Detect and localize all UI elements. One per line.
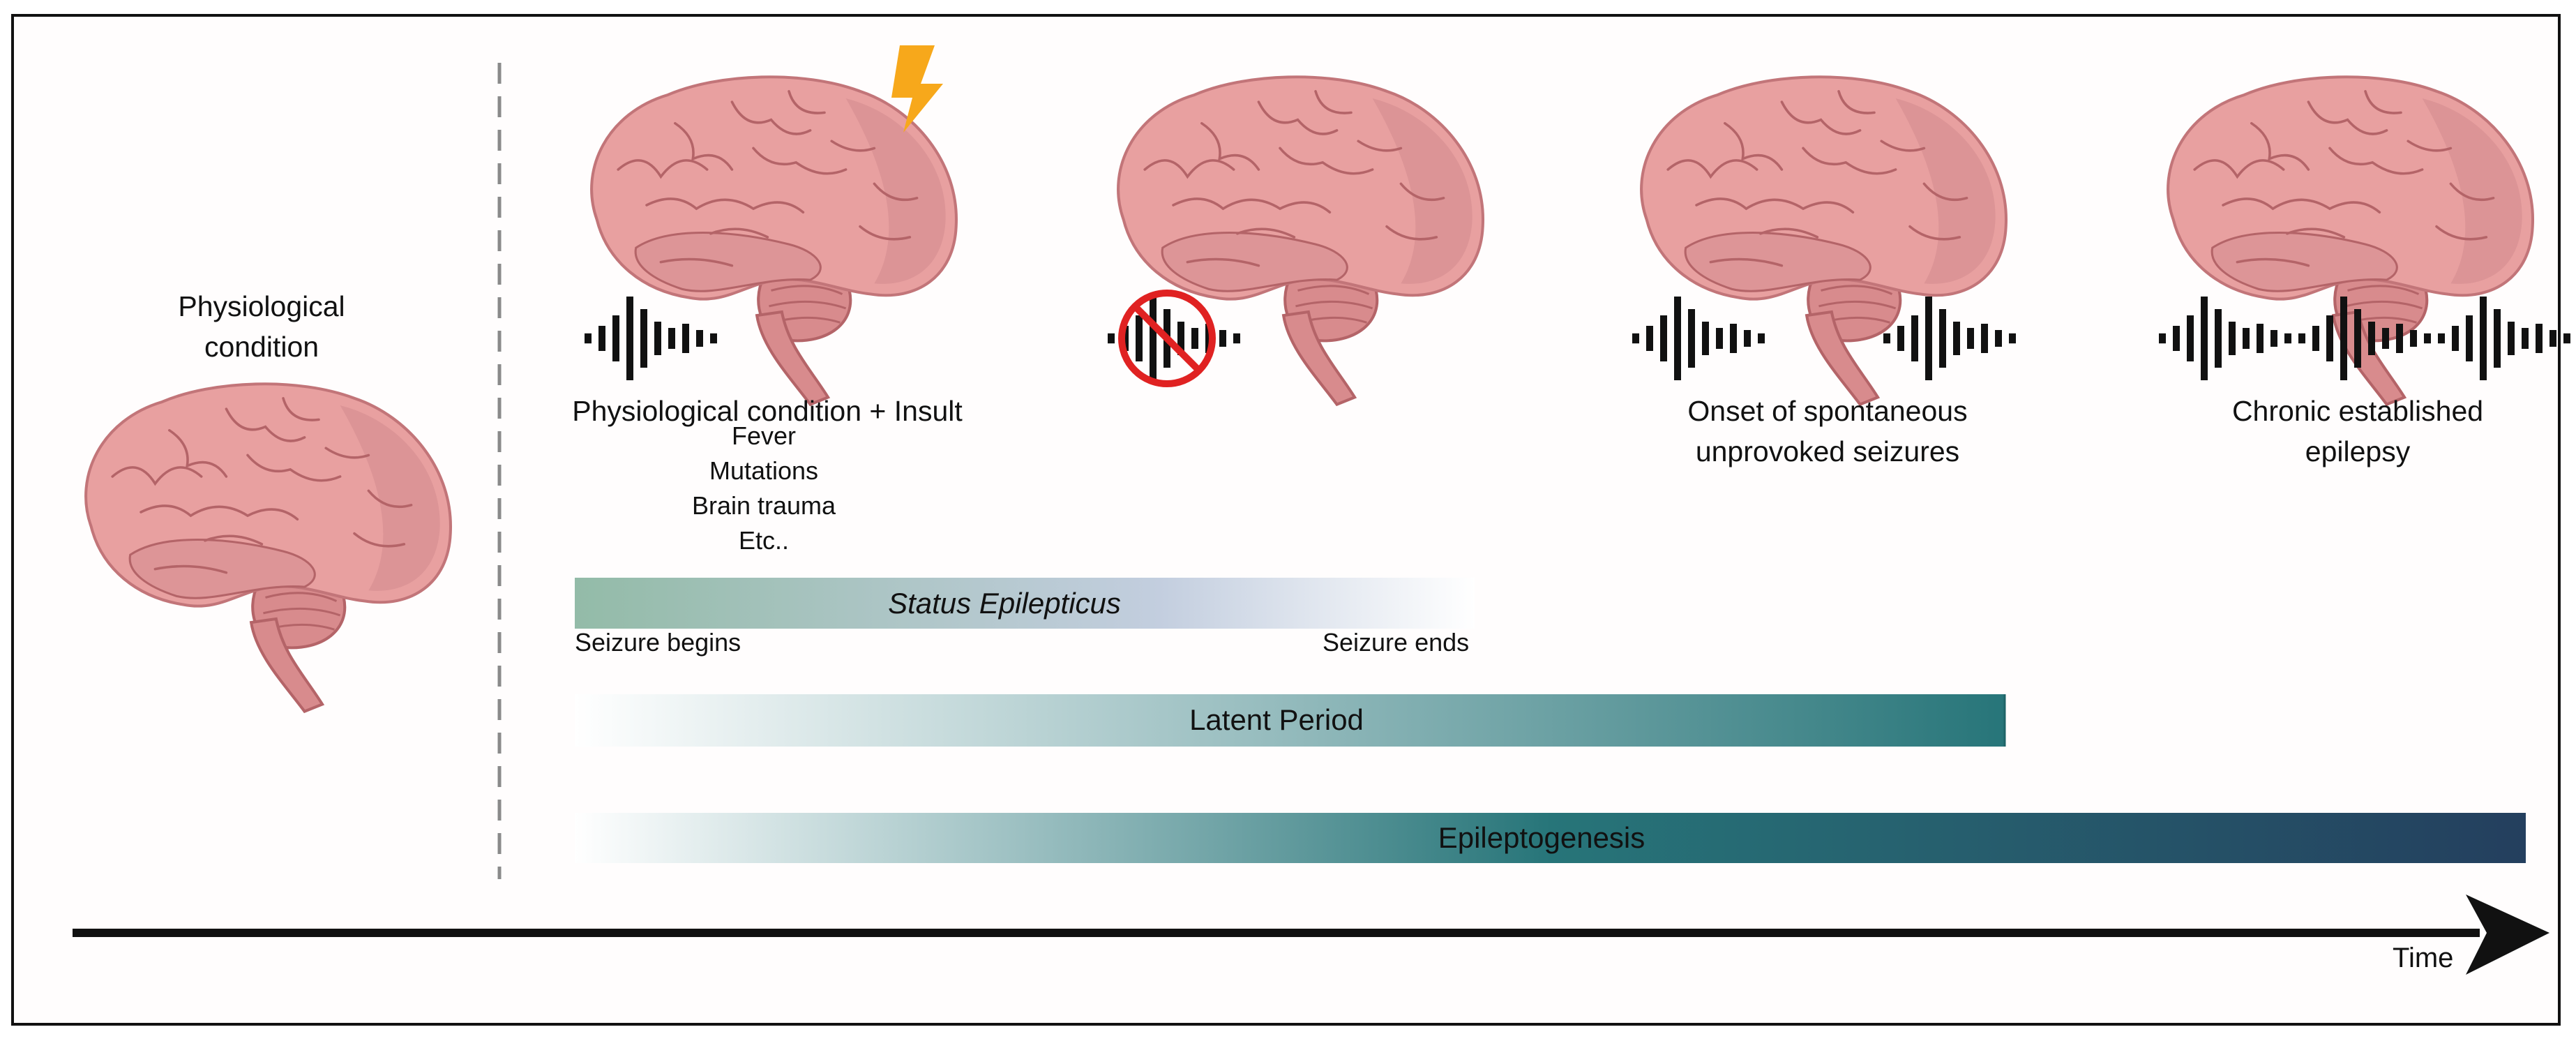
seizure-begins-label: Seizure begins [575, 628, 741, 657]
status-epilepticus-bar [575, 578, 1475, 629]
eeg-wave-icon [1108, 297, 1240, 380]
eeg-wave-icon [1632, 297, 1765, 380]
epileptogenesis-bar [575, 813, 2526, 863]
latent-period-label: Latent Period [1189, 703, 1364, 736]
lightning-bolt-icon [891, 45, 943, 133]
physiological-condition-label: Physiological condition [178, 290, 345, 363]
eeg-wave-icon [2298, 297, 2431, 380]
cause-item: Fever [731, 421, 797, 450]
brain-physiological [86, 384, 451, 711]
brain-status-epilepticus [1118, 77, 1483, 404]
eeg-wave-icon [2159, 297, 2291, 380]
cause-item: Brain trauma [691, 491, 836, 520]
brain-onset [1641, 77, 2006, 404]
time-axis-label: Time [2393, 943, 2454, 973]
status-epilepticus-label: Status Epilepticus [888, 587, 1121, 620]
eeg-wave-icon [2438, 297, 2570, 380]
chronic-label: Chronic established epilepsy [2231, 395, 2484, 467]
brain-chronic [2168, 77, 2533, 404]
time-axis-arrowhead [2466, 894, 2549, 975]
latent-period-bar [575, 694, 2005, 747]
epileptogenesis-label: Epileptogenesis [1438, 821, 1645, 854]
insult-causes-list: Fever Mutations Brain trauma Etc.. [614, 419, 914, 558]
eeg-wave-icon [1883, 297, 2016, 380]
insult-title: Physiological condition + Insult [572, 395, 963, 427]
cause-item: Mutations [709, 456, 819, 485]
onset-label: Onset of spontaneous unprovoked seizures [1687, 395, 1968, 467]
cause-item: Etc.. [738, 526, 790, 555]
seizure-ends-label: Seizure ends [1323, 628, 1470, 657]
no-seizure-icon [1118, 290, 1216, 387]
eeg-wave-icon [585, 297, 717, 380]
